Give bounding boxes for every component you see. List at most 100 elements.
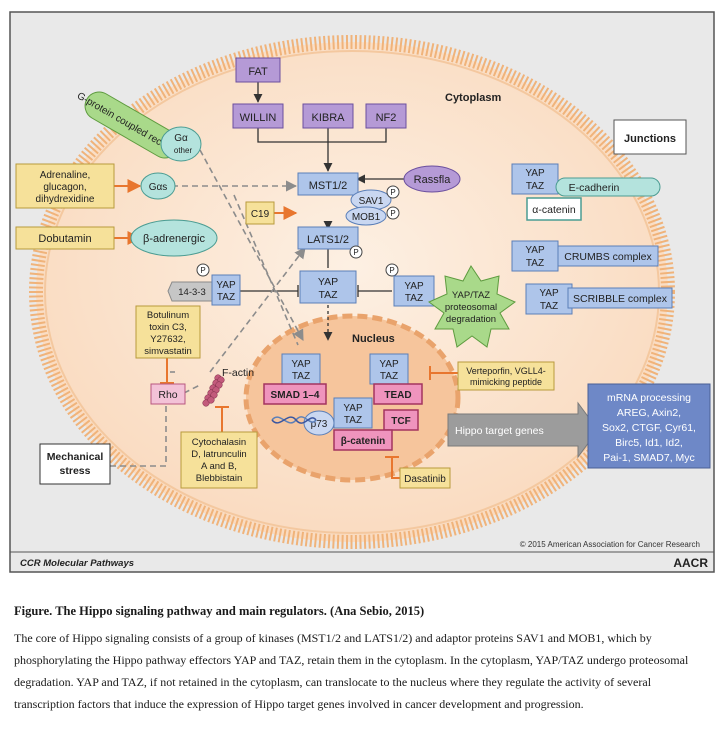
nuclear-yap-3: YAP (343, 403, 363, 414)
mst-label: MST1/2 (309, 180, 348, 192)
rassfla-node: Rassfla (403, 165, 461, 193)
willin-box: WILLIN (232, 103, 284, 129)
dobutamin-label: Dobutamin (38, 233, 91, 245)
botulinum-line-3: Y27632, (150, 334, 185, 345)
beta-adrenergic-node: β-adrenergic (130, 219, 218, 257)
bcatenin-label: β-catenin (341, 436, 385, 447)
smad-box: SMAD 1–4 (263, 383, 327, 405)
dash-factin-lats (209, 247, 306, 373)
g-alpha-other-main: Gα (174, 133, 188, 144)
hippo-pathway-diagram: Nucleus Cytoplasm (9, 11, 715, 573)
yap-right-label: YAP (404, 281, 424, 292)
dash-mech-stress (110, 402, 167, 467)
phospho-lats-label: P (353, 248, 358, 257)
taz-center-label: TAZ (318, 289, 338, 301)
phospho-yap-left (196, 263, 210, 277)
cytochalasin-line-2: D, latrunculin (191, 449, 246, 460)
footer-right-text: AACR (673, 556, 708, 570)
g-alpha-s-node: Gαs (140, 172, 176, 200)
tcf-label: TCF (391, 416, 410, 427)
mob1-label: MOB1 (352, 212, 381, 223)
rho-label: Rho (158, 389, 177, 401)
degradation-star: YAP/TAZ proteosomal degradation (428, 265, 516, 348)
acatenin-label: α-catenin (532, 204, 576, 216)
dash-mech-rho (165, 384, 201, 403)
g-alpha-other-node: Gα other (160, 126, 202, 162)
cytochalasin-line-3: A and B, (201, 461, 237, 472)
yap-taz-right: YAP TAZ (393, 275, 435, 307)
junction-yap-3: YAP (539, 288, 559, 299)
botulinum-line-2: toxin C3, (149, 322, 187, 333)
kibra-label: KIBRA (311, 112, 345, 124)
bcatenin-box: β-catenin (333, 429, 393, 451)
smad-label: SMAD 1–4 (271, 390, 320, 401)
mrna-line-3: Sox2, CTGF, Cyr61, (602, 422, 696, 434)
junction-ecadherin-group: YAP TAZ E-cadherin α-catenin (511, 163, 661, 221)
crumbs-label: CRUMBS complex (564, 251, 652, 263)
junction-yap-2: YAP (525, 245, 545, 256)
nuclear-yap-taz-1: YAP TAZ (281, 353, 321, 385)
nuclear-taz-3: TAZ (344, 415, 362, 426)
hippo-target-arrow: Hippo target genes (447, 401, 599, 459)
nuclear-yap-taz-3: YAP TAZ (333, 397, 373, 429)
dasatinib-label: Dasatinib (404, 474, 446, 485)
fat-box: FAT (235, 57, 281, 83)
phospho-mob1 (386, 206, 400, 220)
adrenaline-line-3: dihydrexidine (36, 194, 95, 205)
adrenaline-line-1: Adrenaline, (40, 170, 91, 181)
scribble-label: SCRIBBLE complex (573, 293, 668, 305)
fat-label: FAT (248, 66, 268, 78)
yap-taz-center: YAP TAZ (299, 270, 357, 304)
mrna-line-5: Pai-1, SMAD7, Myc (603, 452, 695, 464)
nuclear-yap-2: YAP (379, 359, 399, 370)
verteporfin-box: Verteporfin, VGLL4- mimicking peptide (457, 361, 555, 391)
mechanical-stress-box: Mechanical stress (39, 443, 111, 485)
junction-crumbs-group: YAP TAZ CRUMBS complex (511, 240, 659, 272)
dna-helix (271, 416, 317, 424)
dasatinib-box: Dasatinib (399, 467, 451, 489)
verteporfin-line-1: Verteporfin, VGLL4- (466, 366, 546, 376)
nuclear-yap-1: YAP (291, 359, 311, 370)
adrenaline-box: Adrenaline, glucagon, dihydrexidine (15, 163, 115, 209)
botulinum-box: Botulinum toxin C3, Y27632, simvastatin (135, 305, 201, 359)
mrna-line-4: Birc5, Id1, Id2, (615, 437, 683, 449)
phospho-sav1 (386, 185, 400, 199)
mrna-line-1: mRNA processing (607, 392, 691, 404)
nuclear-taz-1: TAZ (292, 371, 310, 382)
kibra-box: KIBRA (302, 103, 354, 129)
degradation-line-3: degradation (446, 314, 496, 325)
phospho-yap-left-label: P (200, 266, 205, 275)
junction-taz-3: TAZ (540, 301, 558, 312)
tead-box: TEAD (373, 383, 423, 405)
mechanical-line-2: stress (60, 465, 91, 477)
phospho-sav1-label: P (390, 188, 395, 197)
lats-label: LATS1/2 (307, 234, 349, 246)
bracket-upstream (257, 128, 387, 143)
cytochalasin-line-1: Cytochalasin (192, 437, 246, 448)
factin-label: F-actin (222, 367, 254, 379)
protein-14-3-3: 14-3-3 (167, 281, 213, 302)
nuclear-yap-taz-2: YAP TAZ (369, 353, 409, 385)
g-alpha-other-sub: other (174, 146, 193, 155)
yap-center-label: YAP (318, 276, 338, 288)
mechanical-line-1: Mechanical (47, 451, 104, 463)
dash-gother-lats (199, 149, 304, 341)
rho-box: Rho (150, 383, 186, 405)
lats-box: LATS1/2 (297, 226, 359, 250)
ecadherin-label: E-cadherin (569, 182, 620, 194)
botulinum-line-1: Botulinum (147, 310, 189, 321)
nuclear-taz-2: TAZ (380, 371, 398, 382)
figure-caption: Figure. The Hippo signaling pathway and … (14, 604, 714, 715)
mst-box: MST1/2 (297, 172, 359, 196)
copyright-text: © 2015 American Association for Cancer R… (520, 540, 700, 549)
g-alpha-s-label: Gαs (149, 182, 168, 193)
mob1-node: MOB1 (345, 206, 387, 226)
p73-node: p73 (303, 410, 335, 436)
dash-mst-smad (233, 194, 299, 346)
p73-label: p73 (311, 419, 328, 430)
tead-label: TEAD (384, 390, 411, 401)
c19-box: C19 (245, 201, 275, 225)
junction-scribble-group: YAP TAZ SCRIBBLE complex (525, 283, 673, 315)
nf2-box: NF2 (365, 103, 407, 129)
phospho-yap-right-label: P (389, 266, 394, 275)
